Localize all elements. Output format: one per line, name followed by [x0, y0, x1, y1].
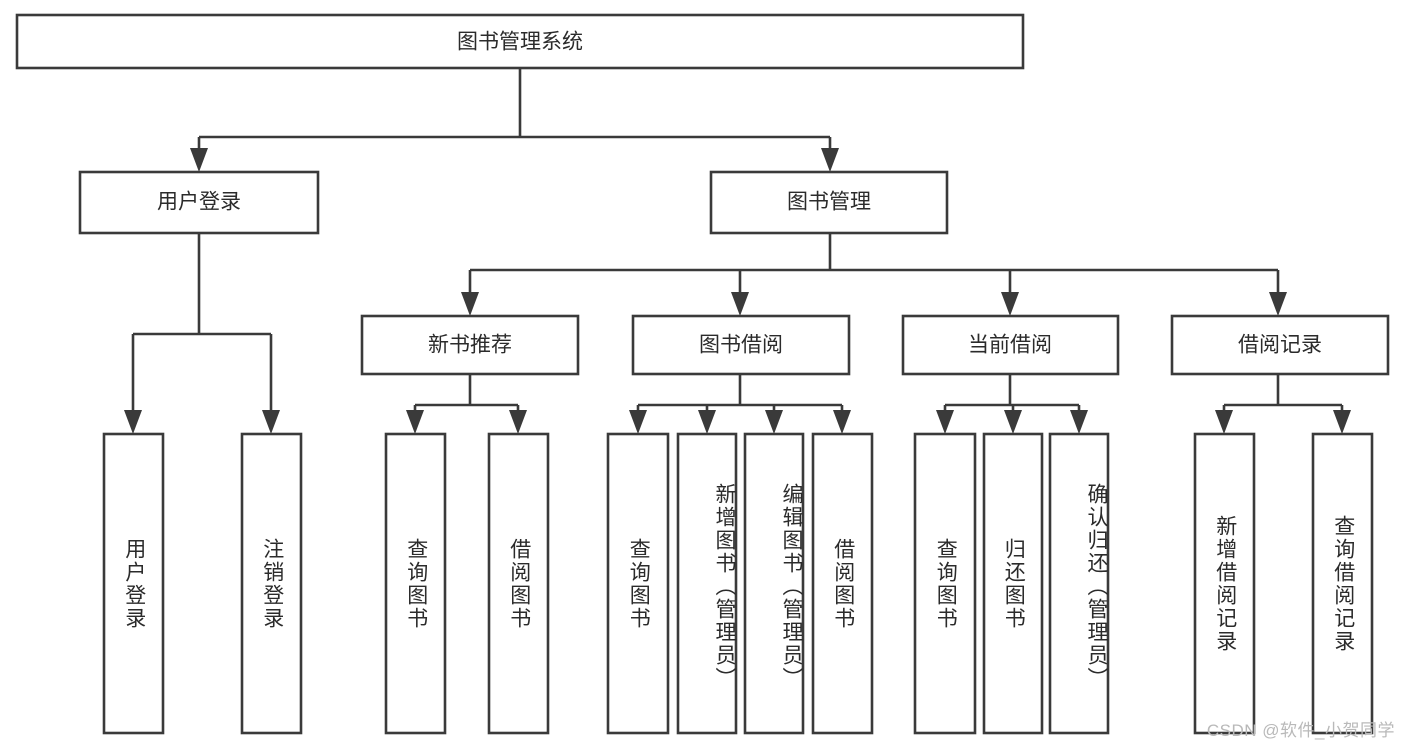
leaf-label-logout: 注销登录: [260, 537, 284, 630]
connector-group-book-manage: [461, 233, 1287, 316]
leaf-box-user-login[interactable]: [102, 432, 165, 735]
leaf-box-add-book-admin[interactable]: [676, 432, 738, 735]
node-label-borrow-record: 借阅记录: [1238, 334, 1322, 357]
leaf-label-user-login: 用户登录: [122, 537, 146, 630]
leaf-box-add-borrow-record[interactable]: [1193, 432, 1256, 735]
node-box-current-borrow[interactable]: [901, 314, 1120, 376]
node-box-root[interactable]: [15, 13, 1025, 70]
arrow-to-borrow-record: [1269, 292, 1287, 316]
arrow-to-current-borrow: [1001, 292, 1019, 316]
leaf-label-add-book-admin: 新增图书（管理员）: [713, 483, 736, 690]
node-label-user-login: 用户登录: [157, 191, 241, 214]
node-box-user-login[interactable]: [78, 170, 320, 235]
connector-group-book-borrow: [629, 374, 851, 434]
leaf-label-return-book: 归还图书: [1002, 537, 1026, 630]
arrow-to-cb-leaf-1: [936, 410, 954, 434]
leaf-box-borrow-book-nb[interactable]: [487, 432, 550, 735]
leaf-label-query-book-bb: 查询图书: [627, 537, 651, 630]
leaf-box-query-book-nb[interactable]: [384, 432, 447, 735]
leaf-box-query-borrow-record[interactable]: [1311, 432, 1374, 735]
leaf-box-return-book[interactable]: [982, 432, 1044, 735]
leaf-label-confirm-return-admin: 确认归还（管理员）: [1085, 483, 1108, 690]
leaf-label-borrow-book-nb: 借阅图书: [507, 537, 531, 630]
node-label-new-book-recommend: 新书推荐: [428, 334, 512, 357]
leaf-box-query-book-cb[interactable]: [913, 432, 977, 735]
arrow-to-leaf-logout: [262, 410, 280, 434]
connector-group-current-borrow: [936, 374, 1088, 434]
node-label-book-borrow: 图书借阅: [699, 334, 783, 357]
node-box-new-book-recommend[interactable]: [360, 314, 580, 376]
arrow-to-br-leaf-1: [1215, 410, 1233, 434]
leaf-box-logout[interactable]: [240, 432, 303, 735]
node-label-current-borrow: 当前借阅: [968, 334, 1052, 357]
arrow-to-book-borrow: [731, 292, 749, 316]
connector-group-new-book: [406, 374, 527, 434]
arrow-to-cb-leaf-3: [1070, 410, 1088, 434]
leaf-label-query-book-cb: 查询图书: [934, 537, 958, 630]
leaf-label-borrow-book-bb: 借阅图书: [831, 537, 855, 630]
node-box-book-manage[interactable]: [709, 170, 949, 235]
arrow-to-book-manage: [821, 148, 839, 172]
arrow-to-bb-leaf-3: [765, 410, 783, 434]
arrow-to-nb-leaf-1: [406, 410, 424, 434]
leaf-box-confirm-return-admin[interactable]: [1048, 432, 1110, 735]
leaf-box-borrow-book-bb[interactable]: [811, 432, 874, 735]
leaf-box-edit-book-admin[interactable]: [743, 432, 805, 735]
node-box-borrow-record[interactable]: [1170, 314, 1390, 376]
arrow-to-br-leaf-2: [1333, 410, 1351, 434]
node-box-book-borrow[interactable]: [631, 314, 851, 376]
arrow-to-cb-leaf-2: [1004, 410, 1022, 434]
node-label-root: 图书管理系统: [457, 31, 583, 54]
arrow-to-new-book: [461, 292, 479, 316]
leaf-label-query-borrow-record: 查询借阅记录: [1331, 514, 1355, 653]
connector-group-borrow-record: [1215, 374, 1351, 434]
leaf-box-query-book-bb[interactable]: [606, 432, 670, 735]
arrow-to-bb-leaf-1: [629, 410, 647, 434]
csdn-watermark: CSDN @软件_小贺同学: [1206, 721, 1395, 740]
leaf-label-add-borrow-record: 新增借阅记录: [1213, 514, 1237, 653]
leaf-label-query-book-nb: 查询图书: [404, 537, 428, 630]
arrow-to-user-login: [190, 148, 208, 172]
node-label-book-manage: 图书管理: [787, 191, 871, 214]
arrow-to-leaf-user-login: [124, 410, 142, 434]
arrow-to-bb-leaf-2: [698, 410, 716, 434]
arrow-to-bb-leaf-4: [833, 410, 851, 434]
connector-group-root: [190, 68, 839, 172]
arrow-to-nb-leaf-2: [509, 410, 527, 434]
connector-group-user-login: [124, 233, 280, 434]
leaf-label-edit-book-admin: 编辑图书（管理员）: [780, 483, 803, 690]
